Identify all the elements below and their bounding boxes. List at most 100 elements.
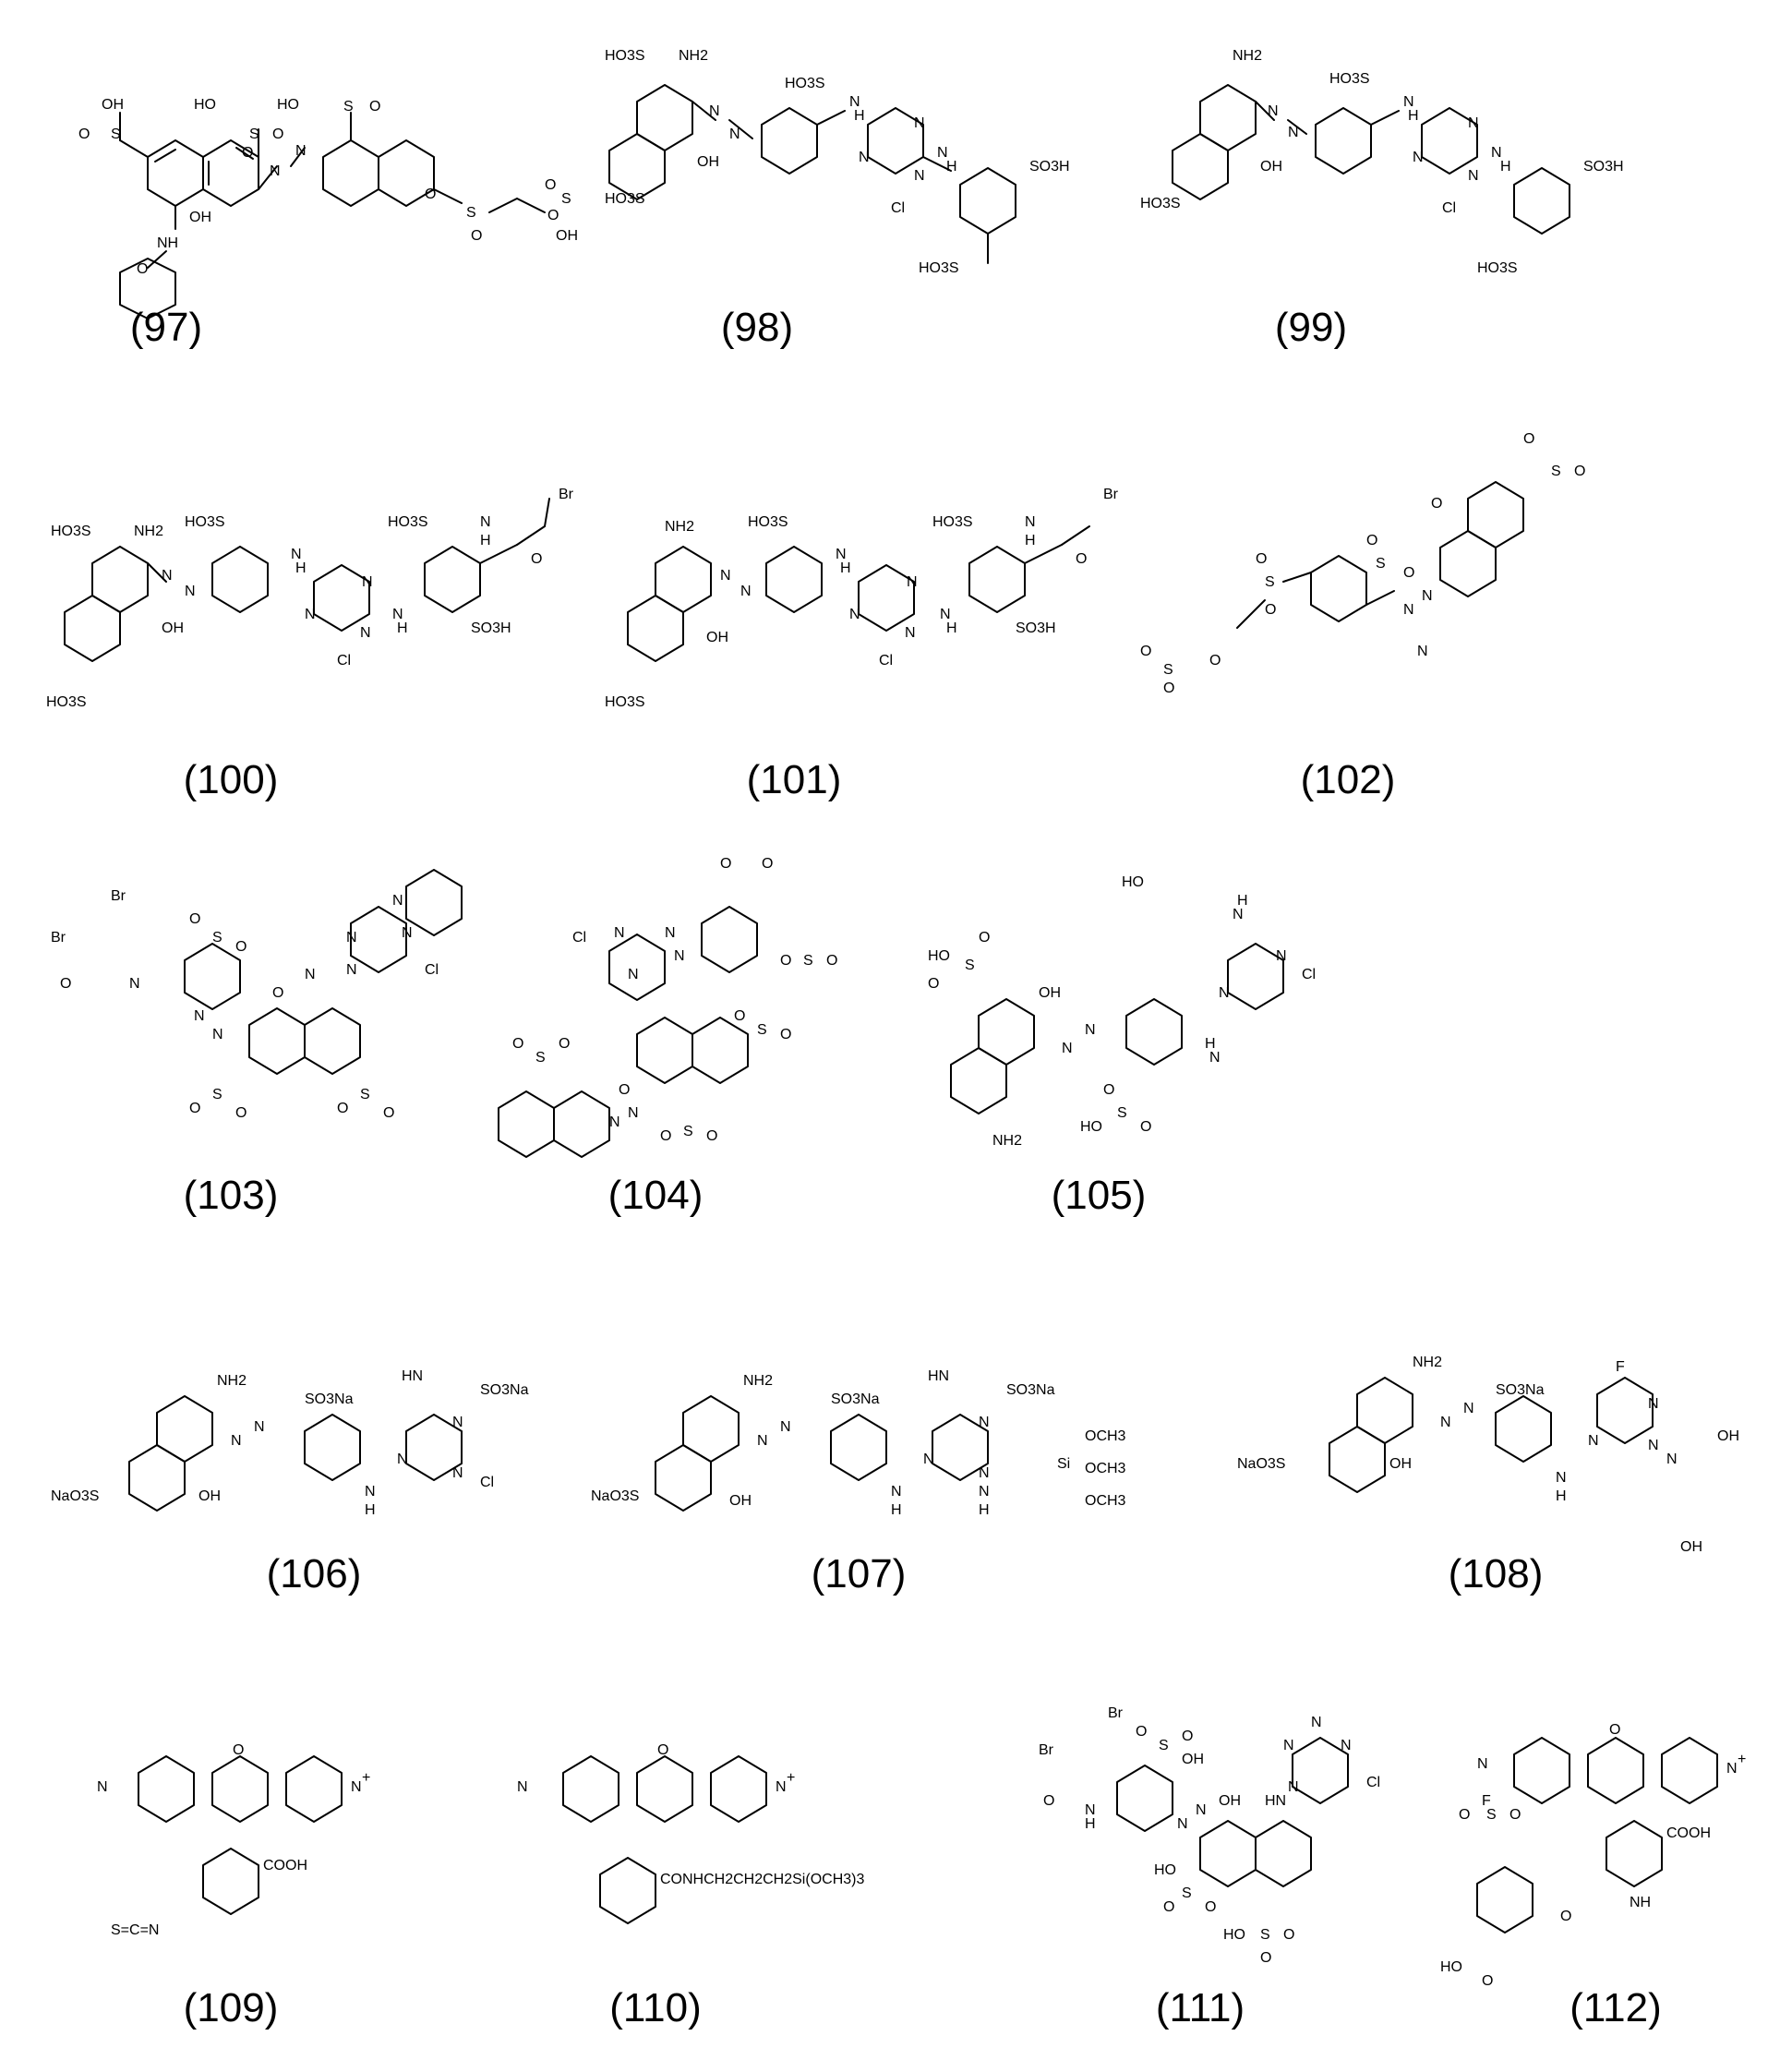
atom-label: S bbox=[561, 191, 571, 207]
atom-labels-97: OH O S HO O S O HO S O NH O OH N N O S O… bbox=[78, 97, 578, 277]
atom-label: Cl bbox=[1302, 967, 1316, 982]
atom-label: HO3S bbox=[605, 48, 645, 64]
compound-number: (105) bbox=[1006, 1173, 1191, 1219]
atom-label: H bbox=[946, 159, 957, 175]
atom-label: N bbox=[665, 925, 676, 941]
atom-label: N bbox=[914, 115, 925, 131]
atom-label: Si bbox=[1057, 1456, 1070, 1472]
atom-label: OH bbox=[706, 630, 728, 645]
atom-label: H bbox=[295, 560, 307, 576]
atom-label: HO bbox=[1080, 1119, 1102, 1135]
atom-labels-100: HO3S NH2 HO3S N N OH HO3S H N N N N Cl H… bbox=[46, 487, 574, 710]
atom-label: N bbox=[1463, 1401, 1474, 1416]
atom-label: N bbox=[1196, 1802, 1207, 1818]
atom-label: N bbox=[1283, 1738, 1294, 1753]
atom-label: N bbox=[740, 584, 752, 599]
atom-label: O bbox=[734, 1008, 745, 1024]
atom-label: SO3Na bbox=[480, 1382, 529, 1398]
atom-label: O bbox=[272, 985, 283, 1001]
compound-108: NH2 SO3Na F N N N N N NaO3S OH N H N OH … bbox=[1228, 1339, 1763, 1671]
structure-108: NH2 SO3Na F N N N N N NaO3S OH N H N OH … bbox=[1228, 1339, 1763, 1671]
atom-label: O bbox=[547, 208, 559, 223]
atom-label: O bbox=[137, 261, 148, 277]
atom-label: O bbox=[660, 1128, 671, 1144]
atom-label: N bbox=[1268, 103, 1279, 119]
atom-label: N bbox=[709, 103, 720, 119]
atom-label: S bbox=[683, 1124, 693, 1139]
atom-label: HO3S bbox=[46, 694, 87, 710]
atom-label: Cl bbox=[1442, 200, 1456, 216]
atom-label: N bbox=[185, 584, 196, 599]
atom-label: N bbox=[397, 1452, 408, 1467]
atom-label: O bbox=[1182, 1729, 1193, 1744]
atom-label: O bbox=[1482, 1973, 1493, 1989]
atom-label: N bbox=[402, 925, 413, 941]
atom-label: N bbox=[270, 163, 281, 179]
atom-label: N bbox=[614, 925, 625, 941]
atom-label: H bbox=[1500, 159, 1511, 175]
atom-label: O bbox=[619, 1082, 630, 1098]
atom-label: H bbox=[1408, 108, 1419, 124]
atom-label: N bbox=[979, 1415, 990, 1430]
atom-label: H bbox=[365, 1502, 376, 1518]
atom-label: SO3H bbox=[471, 620, 511, 636]
atom-label: O bbox=[1609, 1722, 1620, 1738]
atom-label: N bbox=[351, 1779, 362, 1795]
atom-labels-106: NH2 SO3Na HN SO3Na N N N N N NaO3S OH N … bbox=[51, 1368, 529, 1518]
atom-label: Cl bbox=[425, 962, 439, 978]
atom-label: Br bbox=[51, 930, 66, 946]
atom-label: N bbox=[1177, 1816, 1188, 1832]
atom-label: N bbox=[1413, 150, 1424, 165]
atom-labels-110: N O N + CONHCH2CH2CH2Si(OCH3)3 bbox=[517, 1742, 864, 1887]
atom-label: H bbox=[840, 560, 851, 576]
atom-label: N bbox=[1588, 1433, 1599, 1449]
atom-label: H bbox=[946, 620, 957, 636]
atom-label: OCH3 bbox=[1085, 1493, 1126, 1509]
compound-number: (109) bbox=[138, 1985, 323, 2031]
atom-label: S bbox=[249, 126, 259, 142]
atom-label: NaO3S bbox=[1237, 1456, 1285, 1472]
atom-label: N bbox=[162, 568, 173, 584]
atom-label: N bbox=[1648, 1396, 1659, 1412]
atom-label: N bbox=[1556, 1470, 1567, 1486]
atom-label: O bbox=[706, 1128, 717, 1144]
atom-label: O bbox=[780, 953, 791, 969]
atom-label: HO3S bbox=[932, 514, 973, 530]
atom-label: HN bbox=[402, 1368, 423, 1384]
atom-label: N bbox=[212, 1027, 223, 1042]
atom-label: Cl bbox=[480, 1475, 494, 1490]
atom-label: HO3S bbox=[605, 191, 645, 207]
atom-label: HO bbox=[194, 97, 216, 113]
atom-label: O bbox=[1209, 653, 1221, 669]
atom-label: N bbox=[1276, 948, 1287, 964]
atom-label: H bbox=[1025, 533, 1036, 548]
atom-label: OCH3 bbox=[1085, 1461, 1126, 1476]
atom-label: O bbox=[780, 1027, 791, 1042]
atom-label: Br bbox=[1039, 1742, 1054, 1758]
atom-label: O bbox=[471, 228, 482, 244]
atom-label: H bbox=[397, 620, 408, 636]
atom-label: N bbox=[1288, 125, 1299, 140]
compound-number: (97) bbox=[74, 305, 259, 351]
atom-label: S bbox=[343, 99, 354, 114]
atom-label: O bbox=[235, 1105, 247, 1121]
compound-104: O O Cl N N N N S O O S O O S O O O N N S bbox=[480, 849, 997, 1237]
atom-label: Cl bbox=[337, 653, 351, 669]
atom-label: N bbox=[849, 607, 860, 622]
atom-label: N bbox=[1417, 644, 1428, 659]
atom-label: Br bbox=[1103, 487, 1119, 502]
atom-label: O bbox=[235, 939, 247, 955]
atom-label: HO3S bbox=[785, 76, 825, 91]
atom-label: N bbox=[1491, 145, 1502, 161]
atom-label: N bbox=[1233, 907, 1244, 922]
atom-label: H bbox=[1085, 1816, 1096, 1832]
atom-label: S bbox=[1376, 556, 1386, 572]
structure-100: HO3S NH2 HO3S N N OH HO3S H N N N N Cl H… bbox=[28, 480, 619, 794]
atom-label: N bbox=[1219, 985, 1230, 1001]
atom-label: COOH bbox=[1666, 1825, 1711, 1841]
atom-label: N bbox=[776, 1779, 787, 1795]
atom-label: O bbox=[78, 126, 90, 142]
atom-label: S bbox=[360, 1087, 370, 1102]
atom-label: N bbox=[1288, 1779, 1299, 1795]
